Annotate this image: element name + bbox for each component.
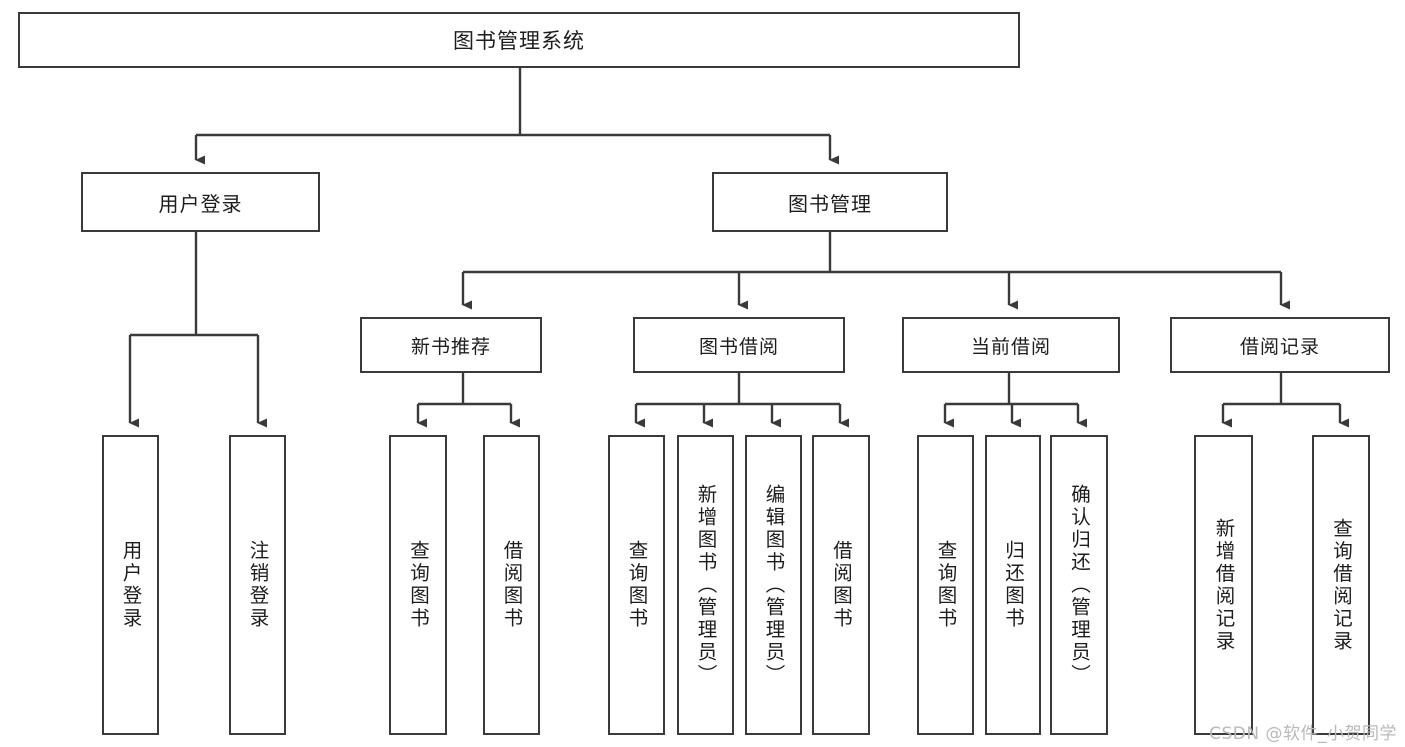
node-leaf-edit-book-admin[interactable]: 编辑图书（管理员） — [745, 435, 802, 735]
node-borrow-record[interactable]: 借阅记录 — [1170, 317, 1390, 373]
node-label: 新增借阅记录 — [1212, 517, 1235, 653]
node-label: 借阅图书 — [500, 540, 523, 630]
node-label: 编辑图书（管理员） — [762, 483, 785, 687]
node-leaf-confirm-return-admin[interactable]: 确认归还（管理员） — [1050, 435, 1108, 735]
node-label: 查询图书 — [934, 540, 957, 630]
node-label: 当前借阅 — [970, 335, 1051, 358]
node-leaf-query-borrow-record[interactable]: 查询借阅记录 — [1312, 435, 1370, 735]
node-book-management[interactable]: 图书管理 — [712, 172, 948, 232]
node-leaf-query-book-current[interactable]: 查询图书 — [917, 435, 974, 735]
node-label: 图书管理系统 — [453, 29, 585, 53]
node-current-borrow[interactable]: 当前借阅 — [902, 317, 1120, 373]
node-label: 确认归还（管理员） — [1067, 483, 1091, 687]
watermark-text: CSDN @软件_小贺同学 — [1209, 724, 1397, 744]
node-leaf-borrow-book-recommend[interactable]: 借阅图书 — [483, 435, 540, 735]
node-label: 图书借阅 — [698, 335, 779, 358]
node-label: 新书推荐 — [410, 335, 491, 358]
node-label: 借阅图书 — [829, 540, 853, 630]
node-book-borrow[interactable]: 图书借阅 — [633, 317, 845, 373]
node-label: 归还图书 — [1001, 540, 1025, 630]
node-root-book-management-system[interactable]: 图书管理系统 — [18, 12, 1020, 68]
node-leaf-borrow-book[interactable]: 借阅图书 — [812, 435, 870, 735]
node-leaf-add-borrow-record[interactable]: 新增借阅记录 — [1194, 435, 1253, 735]
node-user-login[interactable]: 用户登录 — [81, 172, 320, 232]
node-leaf-add-book-admin[interactable]: 新增图书（管理员） — [677, 435, 734, 735]
node-leaf-user-login[interactable]: 用户登录 — [102, 435, 159, 735]
node-leaf-query-book-borrow[interactable]: 查询图书 — [608, 435, 665, 735]
node-label: 图书管理 — [788, 191, 872, 216]
node-label: 新增图书（管理员） — [694, 483, 717, 687]
node-leaf-logout[interactable]: 注销登录 — [229, 435, 286, 735]
node-label: 注销登录 — [246, 540, 269, 630]
node-leaf-return-book[interactable]: 归还图书 — [985, 435, 1041, 735]
node-label: 查询图书 — [406, 540, 430, 630]
node-new-book-recommend[interactable]: 新书推荐 — [360, 317, 542, 373]
node-label: 查询借阅记录 — [1329, 517, 1353, 653]
node-label: 用户登录 — [158, 191, 243, 216]
node-label: 用户登录 — [119, 540, 142, 630]
node-label: 借阅记录 — [1239, 335, 1320, 358]
node-leaf-query-book-recommend[interactable]: 查询图书 — [389, 435, 447, 735]
node-label: 查询图书 — [625, 540, 648, 630]
